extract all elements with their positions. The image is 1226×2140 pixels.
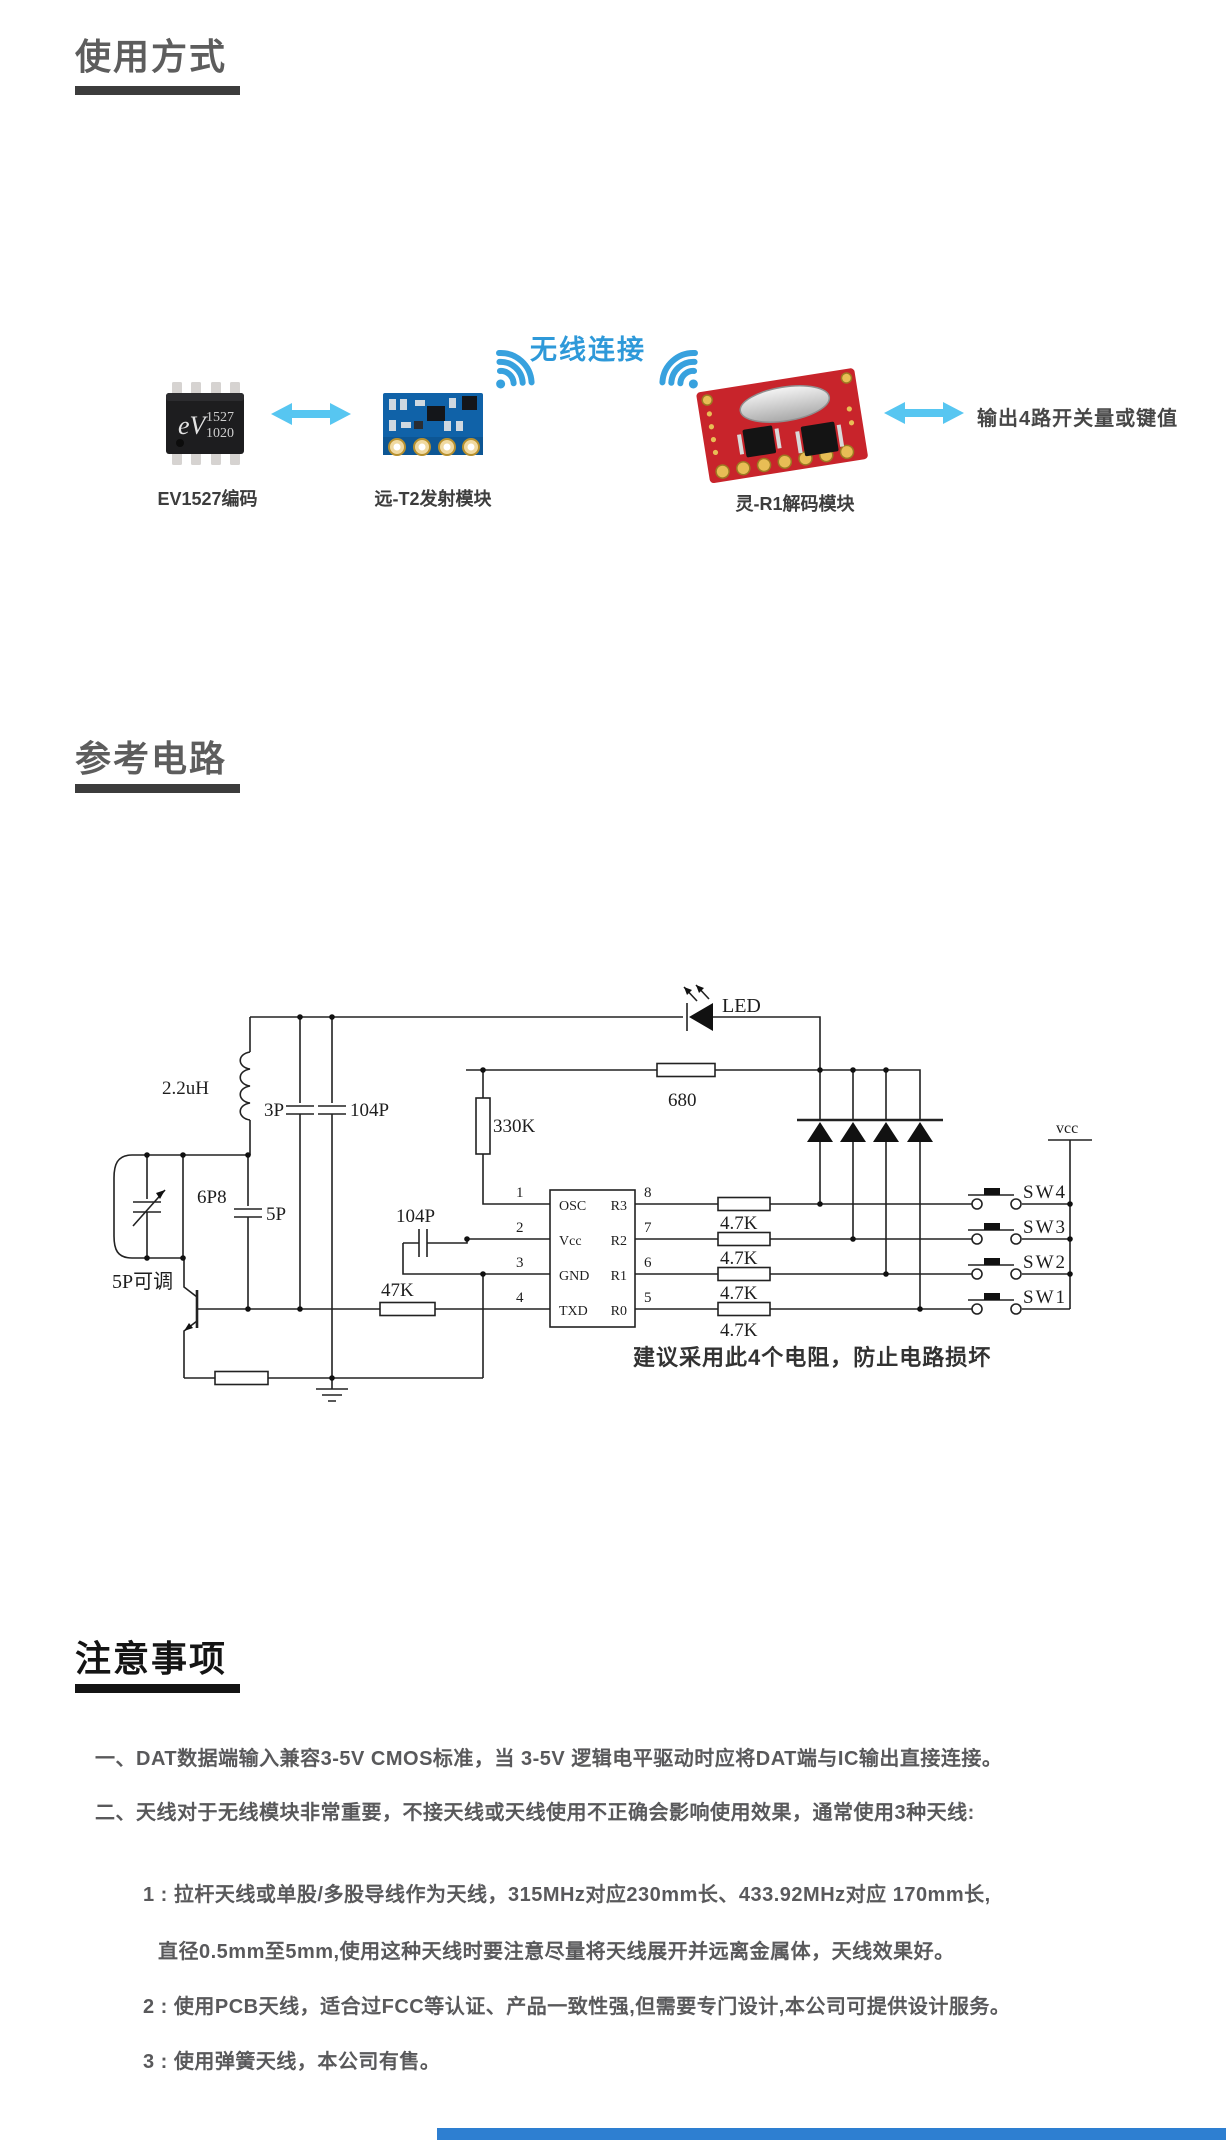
label-res-47k: 47K (381, 1280, 414, 1301)
label-res-4k7: 4.7K (720, 1248, 758, 1269)
label-cap-6p8: 6P8 (197, 1187, 227, 1208)
label-cap-5p-adjustable: 5P可调 (112, 1270, 173, 1293)
ic-pin-name: R0 (611, 1304, 627, 1319)
diode (840, 1122, 866, 1142)
led-diode (689, 1003, 713, 1031)
resistor-4k7 (717, 1301, 771, 1317)
label-vcc: vcc (1056, 1120, 1078, 1137)
section-underline (75, 86, 240, 95)
label-sw1: SW1 (1023, 1287, 1067, 1308)
diode (873, 1122, 899, 1142)
label-cap-104p-mid: 104P (396, 1206, 435, 1227)
ic-pin-number: 4 (516, 1290, 524, 1306)
label-res-4k7: 4.7K (720, 1320, 758, 1341)
label-cap-104p-top: 104P (350, 1100, 389, 1121)
note-line: 一、DAT数据端输入兼容3-5V CMOS标准，当 3-5V 逻辑电平驱动时应将… (95, 1748, 1003, 1770)
resistor-4k7 (717, 1231, 771, 1247)
ic-pin-number: 2 (516, 1220, 524, 1236)
section-underline (75, 1684, 240, 1693)
ic-pin-name: R2 (611, 1234, 627, 1249)
footer-accent-bar (437, 2128, 1226, 2140)
resistor-4k7 (717, 1266, 771, 1282)
circuit-schematic: 2.2uH 3P 104P LED 680 330K 6P8 5P 5P可调 1… (112, 984, 1092, 1402)
label-res-4k7: 4.7K (720, 1283, 758, 1304)
wifi-icon-right (659, 350, 698, 389)
r1-module-image (696, 368, 868, 484)
ic-pin-number: 7 (644, 1220, 652, 1236)
resistor-4k7 (717, 1196, 771, 1212)
ic-pin-name: R3 (611, 1199, 627, 1214)
ic-pin-number: 1 (516, 1185, 524, 1201)
note-line: 二、天线对于无线模块非常重要，不接天线或天线使用不正确会影响使用效果，通常使用3… (95, 1802, 975, 1824)
junction-dots (144, 1014, 1073, 1381)
output-description-label: 输出4路开关量或键值 (977, 408, 1179, 430)
label-res-680: 680 (668, 1090, 697, 1111)
section-title-notes: 注意事项 (75, 1638, 228, 1679)
section-underline (75, 784, 240, 793)
label-sw4: SW4 (1023, 1182, 1067, 1203)
ic-pin-number: 3 (516, 1255, 524, 1271)
label-sw2: SW2 (1023, 1252, 1067, 1273)
resistor-47k (379, 1301, 436, 1317)
chip-logo: eV (178, 411, 209, 440)
ic-pin-name: Vcc (559, 1234, 582, 1249)
label-cap-3p: 3P (264, 1100, 284, 1121)
ev1527-chip-image: eV 1527 1020 (166, 382, 244, 465)
diode (907, 1122, 933, 1142)
label-res-4k7: 4.7K (720, 1213, 758, 1234)
wifi-icon-left (496, 350, 535, 389)
label-sw3: SW3 (1023, 1217, 1067, 1238)
resistor-330k (475, 1097, 491, 1155)
note-line: 1 : 拉杆天线或单股/多股导线作为天线，315MHz对应230mm长、433.… (143, 1884, 991, 1906)
receiver-module-label: 灵-R1解码模块 (735, 494, 855, 514)
switch-terminals (971, 1198, 1022, 1315)
encoder-chip-label: EV1527编码 (157, 489, 258, 509)
double-arrow-icon (884, 402, 964, 424)
wireless-connection-label: 无线连接 (530, 335, 646, 365)
double-arrow-icon (271, 403, 351, 425)
t2-module-image (383, 393, 483, 456)
note-line: 直径0.5mm至5mm,使用这种天线时要注意尽量将天线展开并远离金属体，天线效果… (158, 1941, 955, 1963)
resistor-emitter (214, 1370, 269, 1386)
label-inductor: 2.2uH (162, 1078, 209, 1099)
label-res-330k: 330K (493, 1116, 536, 1137)
chip-code-line1: 1527 (206, 410, 234, 425)
ic-pin-name: OSC (559, 1199, 586, 1214)
resistor-680 (656, 1062, 716, 1078)
note-line: 2 : 使用PCB天线，适合过FCC等认证、产品一致性强,但需要专门设计,本公司… (143, 1996, 1011, 2018)
ic-pin-number: 8 (644, 1185, 652, 1201)
label-cap-5p: 5P (266, 1204, 286, 1225)
circuit-recommendation-note: 建议采用此4个电阻，防止电路损坏 (633, 1345, 992, 1370)
section-title-usage: 使用方式 (75, 36, 228, 77)
section-title-reference: 参考电路 (75, 738, 228, 779)
transmitter-module-label: 远-T2发射模块 (374, 489, 492, 509)
chip-code-line2: 1020 (206, 426, 234, 441)
note-line: 3 : 使用弹簧天线，本公司有售。 (143, 2051, 441, 2073)
ic-pin-name: TXD (559, 1304, 588, 1319)
ic-pin-name: R1 (611, 1269, 627, 1284)
ic-pin-number: 5 (644, 1290, 652, 1306)
ic-pin-name: GND (559, 1269, 589, 1284)
label-led: LED (722, 995, 761, 1017)
diode (807, 1122, 833, 1142)
ic-pin-number: 6 (644, 1255, 652, 1271)
